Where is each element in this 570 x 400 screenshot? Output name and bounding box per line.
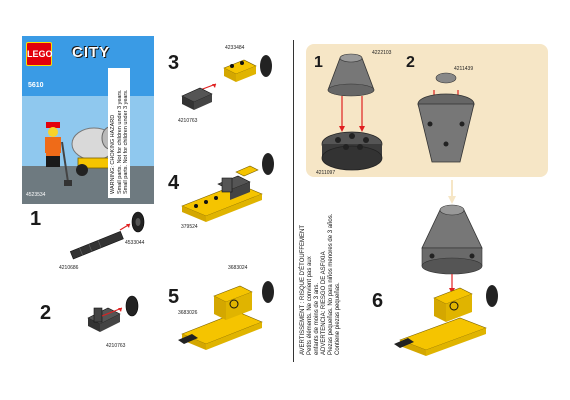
- inset-step-2: 2: [406, 54, 415, 71]
- part-id-4210686: 4210686: [59, 265, 79, 271]
- column-divider: [293, 40, 294, 362]
- part-id-4211097: 4211097: [316, 170, 336, 176]
- step-number-4: 4: [168, 172, 180, 194]
- part-id-4222103: 4222103: [372, 50, 392, 56]
- inset-step-1: 1: [314, 54, 323, 71]
- cover-illustration: [45, 122, 120, 186]
- part-id-4211439: 4211439: [454, 66, 474, 72]
- side-warning-line-4: ADVERTENCIA: RIESGO DE ASFIXIA: [321, 251, 327, 355]
- inset-diagram: [321, 53, 475, 171]
- warning-title: WARNING:: [110, 166, 116, 194]
- step-6-diagram: [394, 180, 498, 356]
- step-5-diagram: [178, 281, 274, 350]
- cover-ground: [22, 166, 154, 204]
- part-id-3683024: 3683024: [228, 265, 248, 271]
- lego-logo: LEGO: [26, 42, 53, 66]
- sub-assembly-panel: 1 2 4222103 4211097 4211439: [306, 44, 548, 177]
- side-warning-line-5: Piezas pequeñas. No para niños menores d…: [328, 213, 334, 355]
- item-code: 4523534: [26, 192, 46, 198]
- step-2-diagram: [87, 295, 139, 332]
- step-number-5: 5: [168, 286, 180, 308]
- step-number-6: 6: [372, 290, 384, 312]
- step-number-1: 1: [30, 208, 42, 230]
- step-1-diagram: [69, 211, 145, 260]
- set-number: 5610: [28, 82, 44, 89]
- warning-strip: [108, 68, 130, 198]
- step-3-diagram: [181, 55, 272, 110]
- multilingual-warning: AVERTISSEMENT : RISQUE D'ÉTOUFFEMENT Pet…: [300, 205, 342, 355]
- part-id-4210763-step2: 4210763: [106, 343, 126, 349]
- part-id-4210763-step3: 4210763: [178, 118, 198, 124]
- step-number-2: 2: [40, 302, 52, 324]
- part-id-379524: 379524: [181, 224, 198, 230]
- part-id-3683026: 3683026: [178, 310, 198, 316]
- step-4-diagram: [181, 153, 274, 222]
- part-id-4533044: 4533044: [125, 240, 145, 246]
- cover-image: LEGO CITY 5610 4523534: [22, 36, 154, 204]
- part-id-4233484: 4233484: [225, 45, 245, 51]
- side-warning-line-1: AVERTISSEMENT : RISQUE D'ÉTOUFFEMENT: [300, 224, 306, 355]
- choking-warning: WARNING: CHOKING HAZARD Small parts. Not…: [110, 68, 130, 194]
- side-warning-line-2: Petits éléments. Ne convient pas aux: [307, 256, 313, 355]
- step-number-3: 3: [168, 52, 180, 74]
- side-warning-line-3: enfants de moins de 3 ans.: [314, 282, 320, 355]
- side-warning-line-6: Contiene piezas pequeñas.: [335, 282, 341, 355]
- city-logo: CITY: [72, 44, 111, 61]
- warning-title-2: CHOKING HAZARD: [110, 114, 116, 165]
- warning-line-2: Small parts. Not for children under 3 ye…: [123, 89, 129, 194]
